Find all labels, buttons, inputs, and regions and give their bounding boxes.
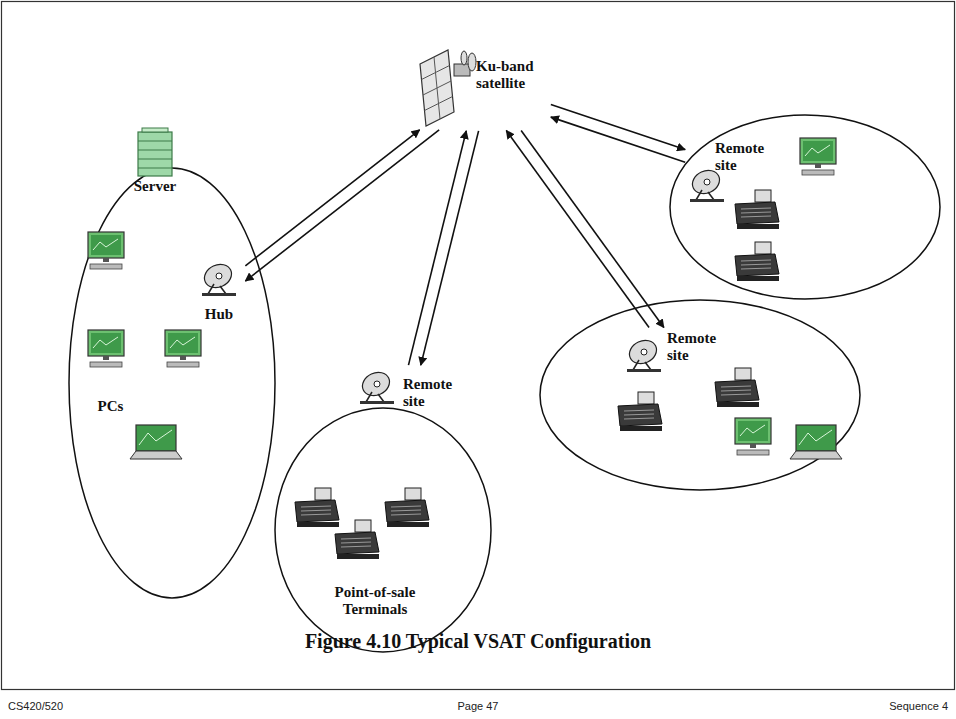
laptop-icon [790, 425, 842, 459]
link-arrow [521, 130, 664, 327]
figure-caption: Figure 4.10 Typical VSAT Configuration [0, 630, 956, 652]
pos-terminal-icon [715, 368, 759, 407]
earth-station: Remote site [625, 330, 724, 375]
pc-icon [800, 138, 836, 175]
earth-station: Remote site [355, 368, 460, 420]
link-arrow [408, 131, 466, 365]
earth-station: Remote site [688, 140, 772, 202]
satellite-node: Ku-band satellite [418, 48, 548, 128]
dish-antenna [359, 368, 394, 404]
node-label: Remote site [667, 330, 722, 363]
earth-station: Hub [195, 262, 243, 326]
link-arrow [245, 130, 439, 281]
page-frame [2, 2, 955, 690]
pos-terminal-icon [618, 392, 662, 431]
pos-terminal-icon [735, 242, 779, 281]
pos-terminal-icon [735, 190, 779, 229]
node-label: Hub [199, 306, 239, 323]
pos-terminal-icon [385, 488, 429, 527]
dish-antenna [626, 336, 661, 372]
dish-antenna [201, 260, 236, 296]
satellite-icon [420, 50, 476, 126]
node-label: Remote site [403, 376, 458, 409]
site-ellipse [540, 300, 860, 490]
pc-icon [88, 232, 124, 269]
pc-icon [735, 418, 771, 455]
link-arrow [506, 130, 649, 327]
pc-icon [165, 330, 201, 367]
site-label: Server [125, 178, 185, 195]
pos-terminal-icon [335, 520, 379, 559]
footer-text: Sequence 4 [828, 700, 948, 712]
footer-text: CS420/520 [8, 700, 128, 712]
link-arrow [245, 130, 419, 266]
site-label: PCs [88, 398, 133, 415]
server-icon [138, 128, 172, 176]
link-arrow [551, 117, 685, 162]
laptop-icon [130, 425, 182, 459]
node-label: Ku-band satellite [476, 58, 544, 91]
link-arrow [551, 104, 685, 149]
footer-text: Page 47 [418, 700, 538, 712]
pos-terminal-icon [295, 488, 339, 527]
link-arrow [421, 131, 479, 365]
node-label: Remote site [715, 140, 770, 173]
pc-icon [88, 330, 124, 367]
site-ellipse [275, 408, 491, 652]
site-ellipse [69, 168, 275, 598]
site-label: Point-of-sale Terminals [320, 584, 430, 617]
site-ellipse [670, 115, 940, 299]
